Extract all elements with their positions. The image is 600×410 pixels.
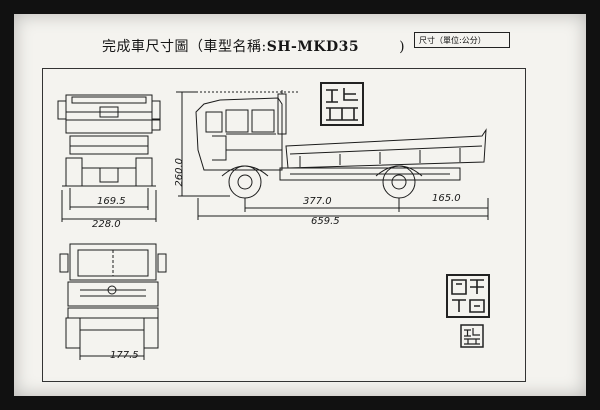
title-prefix: 完成車尺寸圖（車型名稱: (102, 39, 267, 55)
unit-label-box: 尺寸（單位:公分） (414, 32, 510, 48)
rear-view-drawing (57, 94, 161, 222)
front-view-drawing (59, 243, 167, 360)
truck-drawing (57, 90, 489, 360)
dim-front-track: 177.5 (110, 350, 139, 361)
side-view-drawing (176, 90, 489, 220)
official-seal-icon (320, 82, 364, 126)
dim-rear-track: 169.5 (97, 196, 126, 207)
document-title: 完成車尺寸圖（車型名稱:SH-MKD35) (102, 36, 405, 56)
dim-cab-height: 260.0 (174, 158, 185, 187)
dim-overall-width: 228.0 (92, 219, 121, 230)
dim-wheelbase: 377.0 (303, 196, 332, 207)
title-suffix: ) (399, 39, 406, 55)
model-name: SH-MKD35 (266, 39, 360, 55)
drawing-border (42, 68, 526, 382)
official-seal-icon (446, 274, 490, 318)
official-seal-icon (460, 324, 484, 348)
document-sheet: 完成車尺寸圖（車型名稱:SH-MKD35) 尺寸（單位:公分） (14, 14, 586, 396)
dim-rear-overhang: 165.0 (432, 193, 461, 204)
dim-overall-length: 659.5 (311, 216, 340, 227)
